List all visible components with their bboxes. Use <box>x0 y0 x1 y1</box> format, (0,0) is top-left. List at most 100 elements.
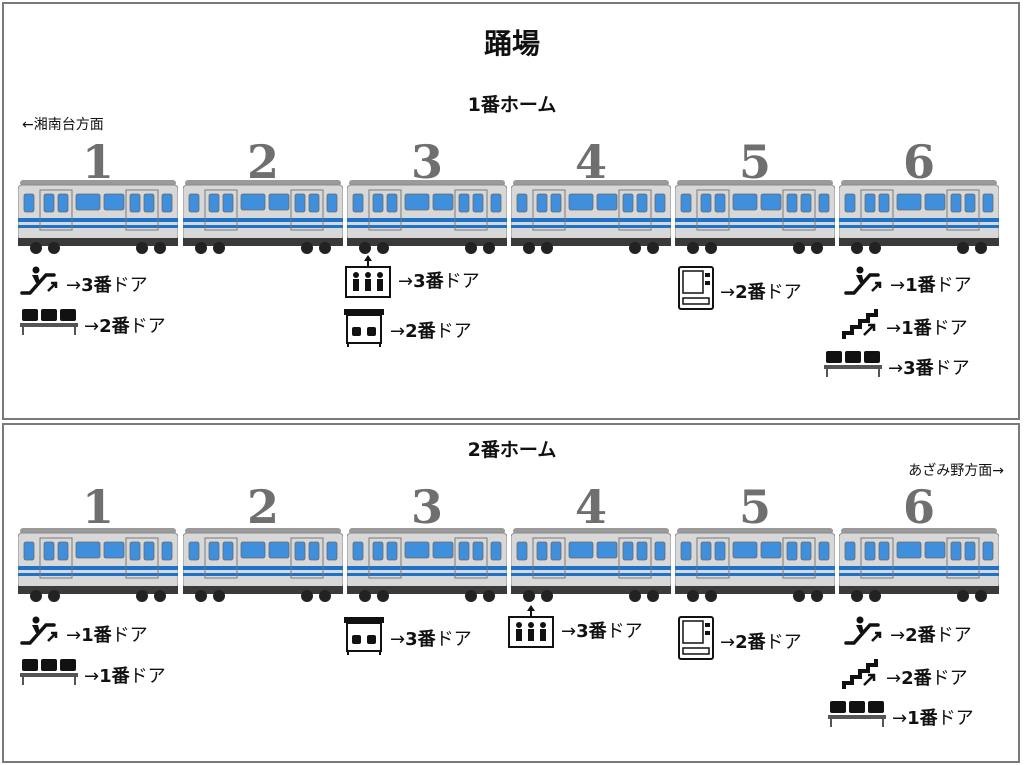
train-car <box>17 180 179 256</box>
platform-1-title: 1番ホーム <box>467 94 557 116</box>
facility-info: →2番ドア <box>342 307 472 352</box>
door-label: ドア <box>435 628 472 650</box>
bench-icon <box>18 657 80 692</box>
door-label: ドア <box>937 707 974 729</box>
door-number: 2番 <box>905 624 936 646</box>
car-number: 6 <box>902 480 935 534</box>
door-label: ドア <box>111 274 148 296</box>
facility-info: →2番ドア <box>676 265 802 316</box>
door-number: 1番 <box>99 665 130 687</box>
facility-info: →3番ドア <box>342 615 472 660</box>
door-label: ドア <box>443 270 480 292</box>
car-number: 5 <box>738 480 771 534</box>
door-number: 1番 <box>901 317 932 339</box>
station-name: 踊場 <box>483 27 540 60</box>
train-car <box>838 528 1000 604</box>
train-car <box>838 180 1000 256</box>
facility-info: →1番ドア <box>842 307 968 346</box>
arrow: → <box>890 624 906 646</box>
elevator-icon <box>505 605 557 654</box>
platform-2-title: 2番ホーム <box>467 439 557 461</box>
facility-info: →2番ドア <box>18 307 166 342</box>
door-number: 2番 <box>735 281 766 303</box>
escalator-icon <box>18 615 62 652</box>
arrow: → <box>390 320 406 342</box>
facility-info: →2番ドア <box>842 615 972 652</box>
facility-info: →1番ドア <box>826 699 974 734</box>
arrow: → <box>892 707 908 729</box>
escalator-icon <box>18 265 62 302</box>
door-label: ドア <box>935 274 972 296</box>
door-number: 3番 <box>576 620 607 642</box>
waiting-room-icon <box>342 307 386 352</box>
train-car <box>182 528 344 604</box>
waiting-room-icon <box>342 615 386 660</box>
door-number: 1番 <box>907 707 938 729</box>
train-car <box>346 528 508 604</box>
door-label: ドア <box>765 281 802 303</box>
car-number: 3 <box>410 480 443 534</box>
arrow: → <box>66 624 82 646</box>
facility-info: →1番ドア <box>842 265 972 302</box>
train-car <box>346 180 508 256</box>
door-number: 3番 <box>81 274 112 296</box>
door-number: 2番 <box>405 320 436 342</box>
door-label: ドア <box>765 631 802 653</box>
stairs-icon <box>842 657 882 696</box>
vending-machine-icon <box>676 615 716 666</box>
arrow: → <box>720 281 736 303</box>
door-label: ドア <box>935 624 972 646</box>
train-car <box>510 528 672 604</box>
facility-info: →2番ドア <box>676 615 802 666</box>
vending-machine-icon <box>676 265 716 316</box>
train-car <box>674 528 836 604</box>
door-label: ドア <box>129 665 166 687</box>
arrow: → <box>720 631 736 653</box>
door-label: ドア <box>931 667 968 689</box>
car-number: 2 <box>246 480 279 534</box>
facility-info: →2番ドア <box>842 657 968 696</box>
platform-1-direction: ←湘南台方面 <box>22 117 104 133</box>
door-label: ドア <box>435 320 472 342</box>
train-car <box>510 180 672 256</box>
arrow: → <box>890 274 906 296</box>
train-car <box>182 180 344 256</box>
arrow: → <box>888 357 904 379</box>
facility-info: →3番ドア <box>342 255 480 304</box>
stairs-icon <box>842 307 882 346</box>
train-car <box>674 180 836 256</box>
arrow: → <box>84 315 100 337</box>
train-car <box>17 528 179 604</box>
arrow: → <box>66 274 82 296</box>
platform-2-direction: あざみ野方面→ <box>908 463 1004 479</box>
door-number: 2番 <box>99 315 130 337</box>
door-number: 3番 <box>413 270 444 292</box>
bench-icon <box>822 349 884 384</box>
door-number: 3番 <box>405 628 436 650</box>
arrow: → <box>84 665 100 687</box>
door-label: ドア <box>606 620 643 642</box>
car-number: 1 <box>81 480 114 534</box>
door-number: 2番 <box>735 631 766 653</box>
door-label: ドア <box>933 357 970 379</box>
car-number: 4 <box>574 480 607 534</box>
door-label: ドア <box>111 624 148 646</box>
door-number: 3番 <box>903 357 934 379</box>
door-number: 1番 <box>905 274 936 296</box>
arrow: → <box>398 270 414 292</box>
escalator-icon <box>842 265 886 302</box>
facility-info: →3番ドア <box>18 265 148 302</box>
door-label: ドア <box>129 315 166 337</box>
facility-info: →1番ドア <box>18 657 166 692</box>
arrow: → <box>390 628 406 650</box>
bench-icon <box>826 699 888 734</box>
facility-info: →3番ドア <box>505 605 643 654</box>
facility-info: →3番ドア <box>822 349 970 384</box>
arrow: → <box>886 667 902 689</box>
bench-icon <box>18 307 80 342</box>
escalator-icon <box>842 615 886 652</box>
door-label: ドア <box>931 317 968 339</box>
facility-info: →1番ドア <box>18 615 148 652</box>
door-number: 2番 <box>901 667 932 689</box>
arrow: → <box>561 620 577 642</box>
